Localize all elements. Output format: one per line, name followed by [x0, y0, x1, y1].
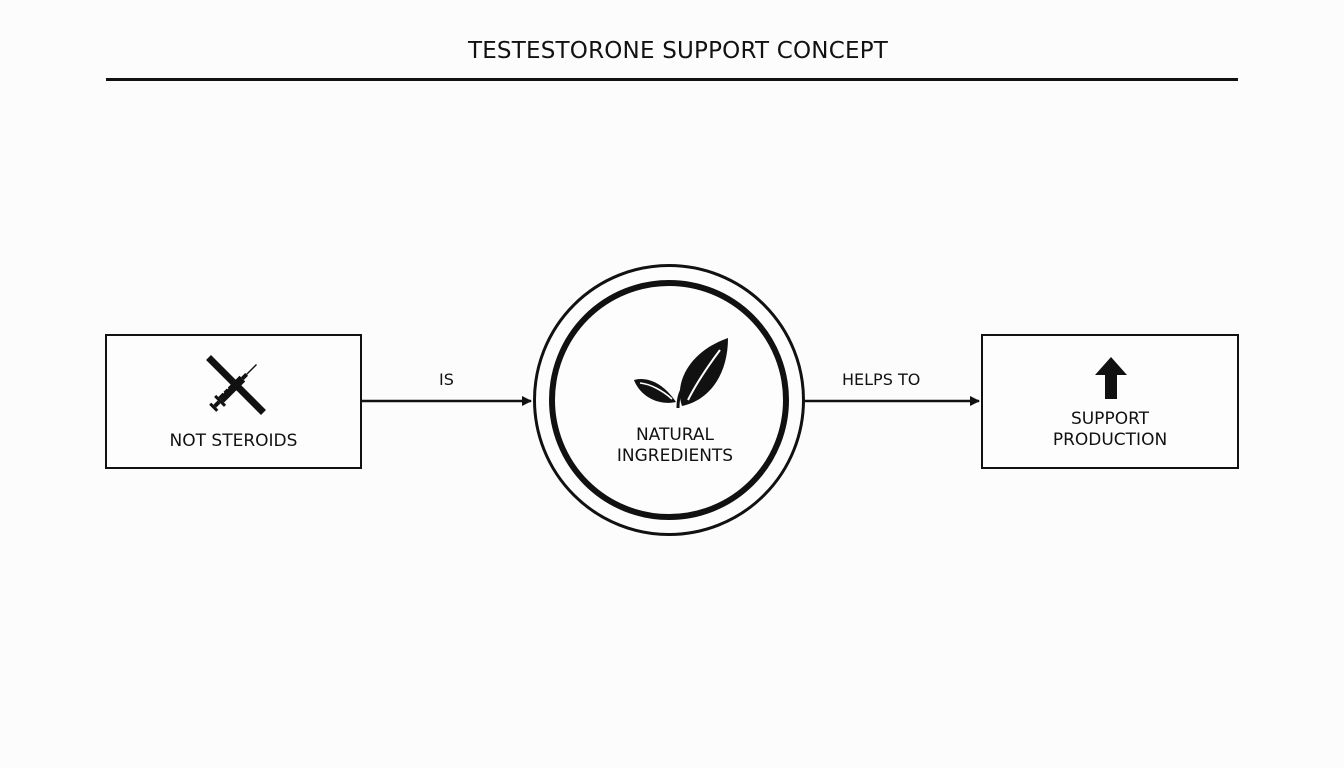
title-divider [106, 78, 1238, 81]
node-support-production-line-2: PRODUCTION [1052, 430, 1168, 450]
node-natural-ingredients-line-2: INGREDIENTS [616, 446, 734, 466]
edge-is-label: IS [439, 370, 454, 389]
node-not-steroids-label: NOT STEROIDS [169, 431, 298, 451]
leaf-icon [634, 338, 728, 409]
node-support-production-line-1: SUPPORT [1070, 409, 1150, 429]
node-support-production-label: SUPPORT PRODUCTION [983, 409, 1237, 451]
edge-helps-to-label: HELPS TO [842, 370, 921, 389]
node-natural-ingredients-label: NATURAL INGREDIENTS [552, 425, 798, 467]
node-not-steroids: NOT STEROIDS [105, 334, 362, 469]
crossed-out-syringe-icon [206, 355, 266, 415]
diagram-title: TESTESTORONE SUPPORT CONCEPT [467, 38, 889, 64]
arrow-up-icon [1095, 357, 1127, 399]
node-natural-ingredients-inner-ring: NATURAL INGREDIENTS [549, 280, 789, 520]
node-support-production: SUPPORT PRODUCTION [981, 334, 1239, 469]
node-natural-ingredients: NATURAL INGREDIENTS [533, 264, 805, 536]
node-natural-ingredients-line-1: NATURAL [635, 425, 715, 445]
